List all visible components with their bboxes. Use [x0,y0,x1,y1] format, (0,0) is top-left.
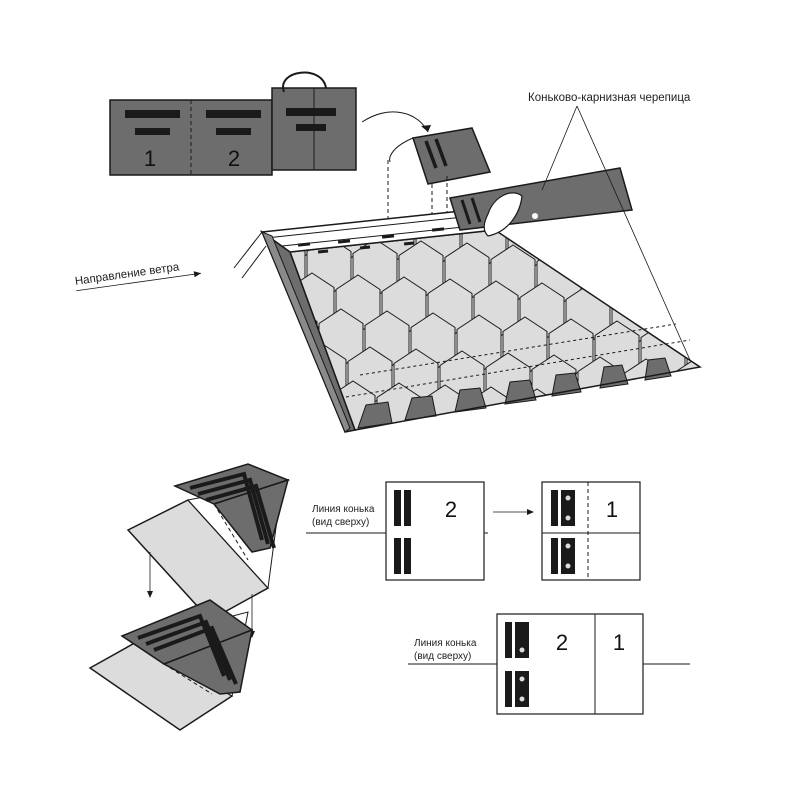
hexagon-tile [215,233,259,291]
hexagon-tile [290,342,301,402]
hexagon-tile [341,167,385,225]
scheme-a-number: 2 [445,497,457,522]
hexagon-tile [762,365,800,423]
hexagon-tile [716,363,760,421]
hexagon-tile [709,183,753,241]
hexagon-tile [628,250,674,310]
hexagon-tile [636,431,680,489]
hexagon-tile [343,453,387,511]
scheme-c-number-right: 1 [613,630,625,655]
hexagon-tile [796,295,800,353]
hexagon-tile [733,327,777,385]
hexagon-tile [691,230,700,278]
hexagon-tile [481,459,525,517]
hexagon-tile [750,293,794,351]
hexagon-tile [599,230,645,274]
hexagon-tile [290,414,313,430]
scheme-box-b: 1 [541,481,641,581]
hexagon-tile [358,133,402,191]
folded-shingle [271,71,357,171]
ridge-line-label-1: Линия конька (вид сверху) [312,504,375,528]
ridge-line-subtitle-1: (вид сверху) [312,517,369,528]
ridge-shingle-sheet: 1 2 [109,99,273,176]
hexagon-tile [297,451,341,509]
hexagon-tile [210,341,254,399]
hexagon-tile [704,291,748,349]
ridge-cap-upper [126,463,291,621]
ridge-line-subtitle-2: (вид сверху) [414,651,471,662]
hexagon-tile [222,413,266,471]
ridge-line-label-2: Линия конька (вид сверху) [414,638,477,662]
hexagon-tile [698,396,700,430]
hexagon-tile [634,145,678,203]
scheme-c-number-left: 2 [556,630,568,655]
hexagon-tile [186,197,230,255]
ridge-eave-shingle-strip [449,167,633,237]
hexagon-tile [674,252,700,312]
hexagon-tile [680,147,724,205]
wind-direction-indicator: Направление ветра [74,261,202,292]
hexagon-tile [227,305,271,363]
hexagon-tile [198,269,242,327]
placement-arrow [361,111,429,133]
hexagon-tile [405,420,451,430]
hexagon-tile [745,399,789,457]
ridge-line-title-2: Линия конька [414,638,477,649]
gable-edge [233,229,357,433]
sheet-label-1: 1 [144,146,156,171]
hexagon-tile [606,392,652,430]
hexagon-tile [560,390,606,430]
hexagon-tile [497,424,543,430]
hexagon-tile [772,151,800,209]
hexagon-tile [726,149,770,207]
hexagon-tile [711,469,755,527]
starter-strip-dashes [297,227,445,254]
hexagon-tile [774,437,800,495]
hexagon-tile [451,422,497,430]
hexagon-tile [728,435,772,493]
hexagon-tile [767,257,800,315]
hexagon-tile [290,378,330,430]
hexagon-tile [738,221,782,279]
scheme-b-number: 1 [606,497,618,522]
hexagon-tile [791,401,800,459]
hexagon-tile [295,165,339,223]
hexagon-tile [784,223,800,281]
hexagon-tile [543,426,589,430]
hexagon-tile [682,433,726,491]
hexagon-tile [553,230,599,272]
hexagon-tile [645,230,691,276]
hexagon-tile [779,329,800,387]
placed-shingle-piece [389,127,492,185]
hexagon-tile [686,324,700,384]
scheme-box-c: 2 1 [496,613,644,715]
hexagon-tile [589,428,635,430]
hexagon-tile [239,377,283,435]
ridge-eave-shingle-label: Коньково-карнизная черепица [528,92,691,104]
hexagon-tile [665,467,709,525]
hexagon-tile [755,185,799,243]
ridge-line-title-1: Линия конька [312,504,375,515]
scheme-box-a: 2 [385,481,485,581]
sheet-label-2: 2 [228,146,240,171]
ridge-cap-lower [88,599,254,731]
hexagon-tile [652,394,698,430]
hexagon-tile [662,230,700,240]
hexagon-tile [721,255,765,313]
hexagon-tile [757,471,800,529]
